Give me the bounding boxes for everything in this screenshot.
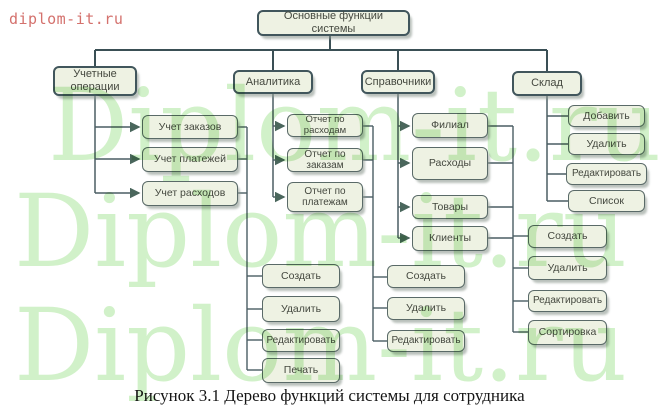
- node-otchet-po-platezham: Отчет по платежам: [287, 182, 363, 212]
- node-analitika: Аналитика: [233, 70, 313, 94]
- node-klienty: Клиенты: [412, 226, 488, 251]
- node-group-c-redaktirovat: Редактировать: [528, 290, 607, 312]
- node-uchet-zakazov: Учет заказов: [142, 115, 238, 139]
- node-otchet-po-rashodam: Отчет по расходам: [287, 114, 363, 137]
- node-uchet-platezhey: Учет платежей: [142, 147, 238, 172]
- node-tovary: Товары: [412, 195, 488, 219]
- node-group-c-udalit: Удалить: [528, 256, 607, 280]
- figure-caption: Рисунок 3.1 Дерево функций системы для с…: [134, 386, 525, 405]
- node-uchet-rashodov: Учет расходов: [142, 181, 238, 206]
- node-filial: Филиал: [412, 113, 488, 138]
- node-group-c-sozdat: Создать: [528, 225, 607, 248]
- node-sklad-udalit: Удалить: [568, 133, 645, 155]
- node-rashody: Расходы: [412, 147, 488, 180]
- node-group-a-redaktirovat: Редактировать: [262, 329, 340, 352]
- node-group-b-sozdat: Создать: [387, 265, 465, 288]
- node-group-c-sortirovka: Сортировка: [528, 320, 607, 345]
- node-sklad: Склад: [512, 71, 582, 96]
- node-root: Основные функции системы: [257, 10, 410, 36]
- node-spravochniki: Справочники: [361, 70, 435, 94]
- node-otchet-po-zakazam: Отчет по заказам: [287, 148, 363, 172]
- node-sklad-redaktirovat: Редактировать: [566, 163, 647, 185]
- node-group-b-redaktirovat: Редактировать: [387, 330, 465, 352]
- node-group-a-sozdat: Создать: [262, 264, 340, 288]
- node-uchetnye-operacii: Учетные операции: [53, 66, 137, 96]
- node-sklad-spisok: Список: [568, 190, 645, 212]
- node-group-a-udalit: Удалить: [262, 296, 340, 322]
- node-sklad-dobavit: Добавить: [568, 105, 645, 127]
- node-group-a-pechat: Печать: [262, 358, 340, 383]
- node-group-b-udalit: Удалить: [387, 297, 465, 320]
